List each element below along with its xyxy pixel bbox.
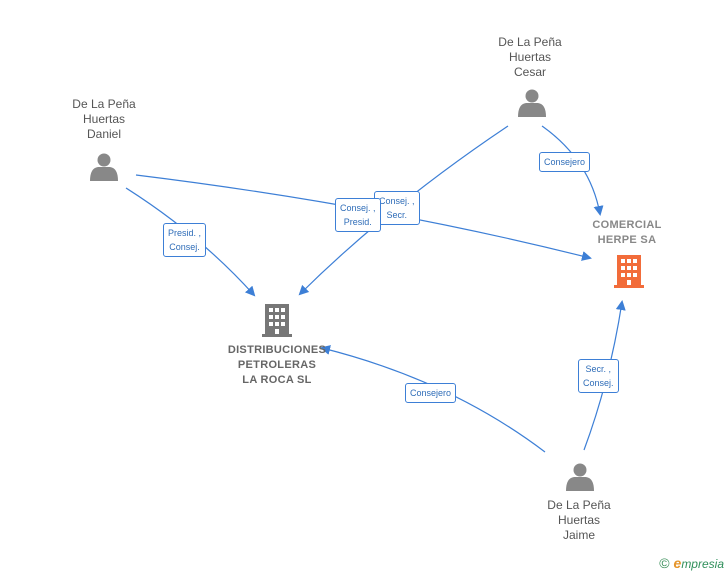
label-line: Secr. — [386, 210, 408, 220]
label-line: De La Peña — [547, 498, 611, 512]
person-label-cesar[interactable]: De La Peña Huertas Cesar — [480, 35, 580, 80]
label-line: Presid. — [343, 217, 372, 227]
edge-label-cesar-distribuciones[interactable]: Consej. , Secr. — [374, 191, 420, 225]
copyright-icon: © — [659, 555, 670, 571]
person-icon[interactable] — [566, 463, 594, 492]
label-line: Consej. , — [379, 196, 415, 206]
label-line: Cesar — [513, 65, 546, 79]
label-line: COMERCIAL — [592, 219, 662, 231]
edge-label-jaime-distribuciones[interactable]: Consejero — [405, 383, 457, 403]
brand-logo-text: mpresia — [681, 557, 724, 571]
building-icon[interactable] — [614, 255, 644, 288]
edge-label-cesar-herpe[interactable]: Consejero — [539, 152, 591, 172]
label-line: DISTRIBUCIONES — [227, 344, 327, 356]
building-icon[interactable] — [262, 304, 292, 337]
label-line: PETROLERAS — [237, 359, 317, 371]
brand-logo-initial: e — [673, 555, 682, 571]
label-line: Consej. — [583, 378, 614, 388]
label-line: Huertas — [557, 513, 601, 527]
label-line: Daniel — [86, 127, 122, 141]
company-label-herpe[interactable]: COMERCIAL HERPE SA — [572, 218, 682, 248]
label-line: HERPE SA — [597, 234, 657, 246]
edge-label-daniel-herpe[interactable]: Consej. , Presid. — [335, 198, 381, 232]
brand-footer: ©empresia — [659, 555, 724, 571]
label-line: Consejero — [410, 388, 452, 398]
edge-label-jaime-herpe[interactable]: Secr. , Consej. — [578, 359, 619, 393]
label-line: Secr. , — [585, 364, 612, 374]
person-icon[interactable] — [90, 153, 118, 182]
label-line: De La Peña — [72, 97, 136, 111]
label-line: Consej. — [169, 242, 200, 252]
label-line: LA ROCA SL — [242, 374, 312, 386]
label-line: De La Peña — [498, 35, 562, 49]
label-line: Consejero — [544, 157, 586, 167]
person-icon[interactable] — [518, 89, 546, 118]
person-label-daniel[interactable]: De La Peña Huertas Daniel — [54, 97, 154, 142]
person-label-jaime[interactable]: De La Peña Huertas Jaime — [529, 498, 629, 543]
label-line: Huertas — [82, 112, 126, 126]
label-line: Presid. , — [168, 228, 202, 238]
label-line: Consej. , — [340, 203, 376, 213]
edge-label-daniel-distribuciones[interactable]: Presid. , Consej. — [163, 223, 207, 257]
company-label-distribuciones[interactable]: DISTRIBUCIONES PETROLERAS LA ROCA SL — [212, 343, 342, 388]
label-line: Huertas — [508, 50, 552, 64]
label-line: Jaime — [562, 528, 595, 542]
